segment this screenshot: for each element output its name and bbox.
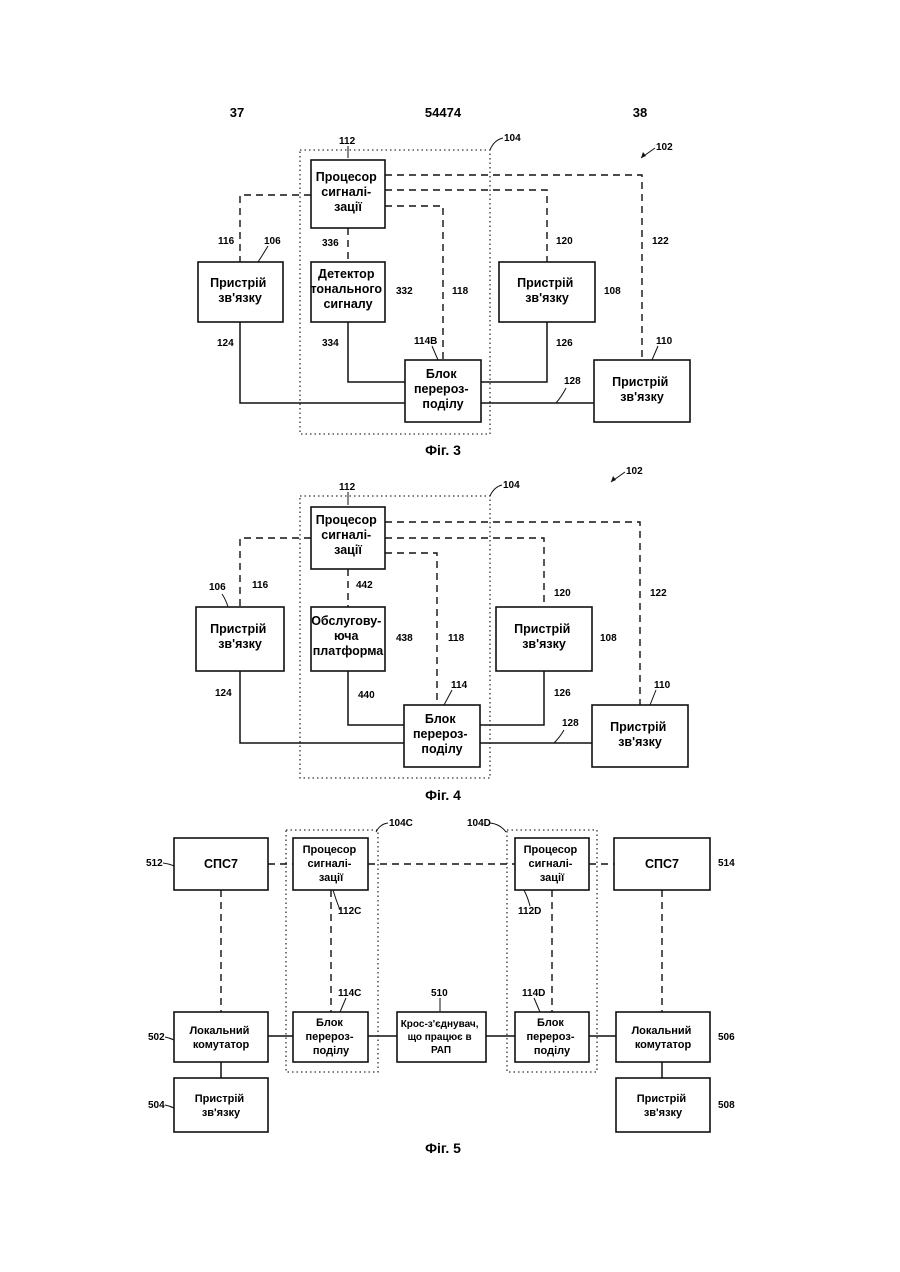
figure-5: СПС7 Процесор сигналі- зації Процесор си…: [146, 818, 735, 1156]
arrowhead-102: [641, 152, 646, 158]
ref-122: 122: [652, 236, 669, 247]
communication-device-108-label: Пристрій зв'язку: [517, 276, 577, 305]
ref-126: 126: [556, 338, 573, 349]
ref-114: 114: [451, 680, 468, 691]
ref-124: 124: [215, 688, 232, 699]
ref-506: 506: [718, 1032, 735, 1043]
leader-104: [490, 138, 503, 150]
leader-106: [258, 246, 268, 262]
ref-104d: 104D: [467, 818, 491, 829]
ref-504: 504: [148, 1100, 165, 1111]
leader-128: [556, 388, 566, 403]
leader-512: [163, 863, 174, 866]
ref-332: 332: [396, 286, 413, 297]
link-120: [385, 538, 544, 607]
ref-510: 510: [431, 988, 448, 999]
arrowhead-102: [611, 476, 616, 482]
right-page-number: 38: [633, 105, 647, 120]
ref-104: 104: [504, 133, 521, 144]
ref-106: 106: [209, 582, 226, 593]
figure-3-caption: Фіг. 3: [425, 442, 461, 458]
leader-110: [650, 690, 656, 705]
left-page-number: 37: [230, 105, 244, 120]
communication-device-106-label: Пристрій зв'язку: [210, 276, 270, 305]
ref-334: 334: [322, 338, 339, 349]
ref-120: 120: [554, 588, 571, 599]
ref-512: 512: [146, 858, 163, 869]
document-number: 54474: [425, 105, 462, 120]
leader-114: [444, 690, 452, 705]
ref-120: 120: [556, 236, 573, 247]
communication-device-108-label: Пристрій зв'язку: [514, 622, 574, 651]
link-118: [385, 553, 437, 705]
leader-104c: [376, 823, 388, 832]
leader-114b: [432, 346, 438, 360]
leader-114d: [534, 998, 540, 1012]
leader-104d: [490, 823, 506, 832]
ref-106: 106: [264, 236, 281, 247]
ref-102: 102: [626, 466, 643, 477]
ref-108: 108: [604, 286, 621, 297]
figure-3: Процесор сигналі- зації Пристрій зв'язку…: [198, 133, 690, 458]
link-120: [385, 190, 547, 262]
leader-106: [222, 594, 228, 607]
ref-112d: 112D: [518, 906, 541, 917]
communication-device-110-label: Пристрій зв'язку: [612, 375, 672, 404]
leader-114c: [340, 998, 346, 1012]
ref-112c: 112C: [338, 906, 361, 917]
ref-438: 438: [396, 633, 413, 644]
communication-device-106-label: Пристрій зв'язку: [210, 622, 270, 651]
ref-128: 128: [564, 376, 581, 387]
leader-128: [554, 730, 564, 743]
leader-504: [165, 1105, 174, 1108]
ref-118: 118: [448, 633, 465, 644]
ref-126: 126: [554, 688, 571, 699]
leader-110: [652, 346, 658, 360]
ref-108: 108: [600, 633, 617, 644]
leader-112c: [333, 890, 340, 910]
link-124: [240, 671, 404, 743]
ref-104: 104: [503, 480, 520, 491]
link-124: [240, 322, 405, 403]
ref-114d: 114D: [522, 988, 545, 999]
link-440: [348, 671, 404, 725]
local-switch-502-block: [174, 1012, 268, 1062]
ref-116: 116: [218, 236, 235, 247]
ref-112: 112: [339, 482, 356, 493]
ref-128: 128: [562, 718, 579, 729]
figure-4: Процесор сигналі- зації Пристрій зв'язку…: [196, 466, 688, 803]
leader-112d: [524, 890, 530, 906]
ss7-network-512-label: СПС7: [204, 857, 238, 871]
link-334: [348, 322, 405, 382]
leader-502: [165, 1037, 174, 1040]
ref-110: 110: [656, 336, 673, 347]
ref-118: 118: [452, 286, 469, 297]
ref-102: 102: [656, 142, 673, 153]
figure-5-caption: Фіг. 5: [425, 1140, 461, 1156]
ss7-network-514-label: СПС7: [645, 857, 679, 871]
ref-116: 116: [252, 580, 269, 591]
ref-114b: 114B: [414, 336, 437, 347]
ref-502: 502: [148, 1032, 165, 1043]
ref-124: 124: [217, 338, 234, 349]
leader-104: [490, 485, 502, 496]
communication-device-504-block: [174, 1078, 268, 1132]
ref-110: 110: [654, 680, 671, 691]
communication-device-508-block: [616, 1078, 710, 1132]
ref-114c: 114C: [338, 988, 361, 999]
figure-4-caption: Фіг. 4: [425, 787, 461, 803]
ref-440: 440: [358, 690, 375, 701]
ref-514: 514: [718, 858, 735, 869]
ref-442: 442: [356, 580, 373, 591]
ref-104c: 104C: [389, 818, 413, 829]
ref-122: 122: [650, 588, 667, 599]
ref-336: 336: [322, 238, 339, 249]
communication-device-110-label: Пристрій зв'язку: [610, 720, 670, 749]
ref-508: 508: [718, 1100, 735, 1111]
local-switch-506-block: [616, 1012, 710, 1062]
link-126: [481, 322, 547, 382]
ref-112: 112: [339, 136, 356, 147]
